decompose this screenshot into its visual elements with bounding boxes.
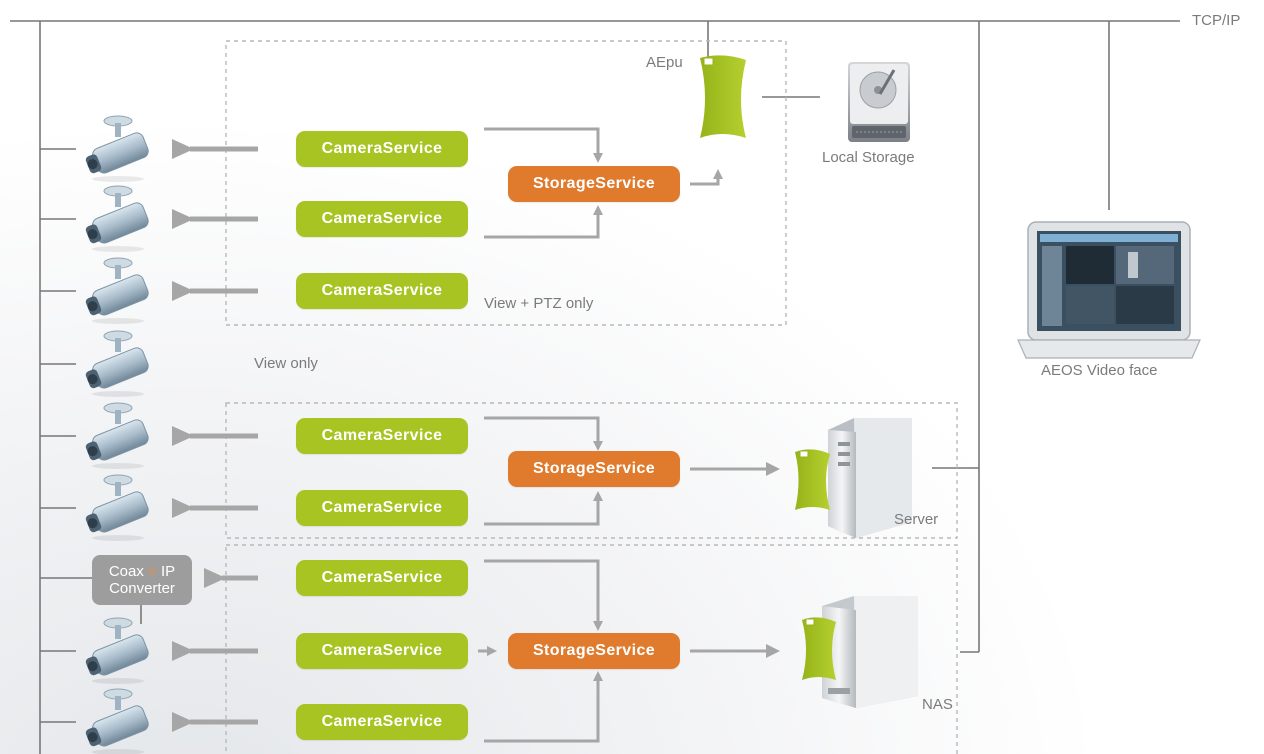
view-only-note: View only <box>254 355 318 372</box>
coax-ip-converter: Coax > IP Converter <box>92 555 192 605</box>
nas-label: NAS <box>922 696 953 713</box>
camera-icon <box>85 185 149 252</box>
camera-icon <box>85 257 149 324</box>
camera-icon <box>85 617 149 684</box>
camera-icon <box>85 474 149 541</box>
camera-icon <box>85 402 149 469</box>
camera-service-box-4: CameraService <box>296 418 468 454</box>
converter-ip: IP <box>160 563 176 580</box>
nas-box-icon <box>822 596 918 708</box>
camera-icon <box>85 688 149 754</box>
camera-service-box-7: CameraService <box>296 633 468 669</box>
laptop-icon <box>1017 221 1201 359</box>
local-storage-label: Local Storage <box>822 149 915 166</box>
storage-service-box-1: StorageService <box>508 166 680 202</box>
camera-service-box-2: CameraService <box>296 201 468 237</box>
server-card-icon <box>795 449 830 510</box>
dashed-boxes <box>225 40 958 754</box>
network-label: TCP/IP <box>1192 12 1241 29</box>
storage-service-box-2: StorageService <box>508 451 680 487</box>
camera-icon <box>85 330 149 397</box>
camera-icon <box>85 115 149 182</box>
storage-service-box-3: StorageService <box>508 633 680 669</box>
network-lines <box>10 20 1180 754</box>
camera-service-box-6: CameraService <box>296 560 468 596</box>
converter-line-2: Converter <box>109 580 175 597</box>
aepu-card-icon <box>700 55 746 138</box>
camera-service-box-1: CameraService <box>296 131 468 167</box>
camera-service-box-8: CameraService <box>296 704 468 740</box>
camera-group <box>85 115 149 754</box>
client-label: AEOS Video face <box>1041 362 1158 379</box>
stream-arrows <box>172 139 258 732</box>
aepu-label: AEpu <box>646 54 683 71</box>
server-tower-icon <box>828 418 912 538</box>
recording-arrows <box>478 127 780 743</box>
hard-disk-icon <box>848 62 910 142</box>
converter-arrow-sign: > <box>148 563 157 580</box>
converter-line-1: Coax > IP <box>92 563 192 580</box>
camera-service-box-5: CameraService <box>296 490 468 526</box>
view-ptz-note: View + PTZ only <box>484 295 594 312</box>
converter-coax: Coax <box>108 563 144 580</box>
camera-service-box-3: CameraService <box>296 273 468 309</box>
nas-card-icon <box>802 617 836 680</box>
server-label: Server <box>894 511 939 528</box>
